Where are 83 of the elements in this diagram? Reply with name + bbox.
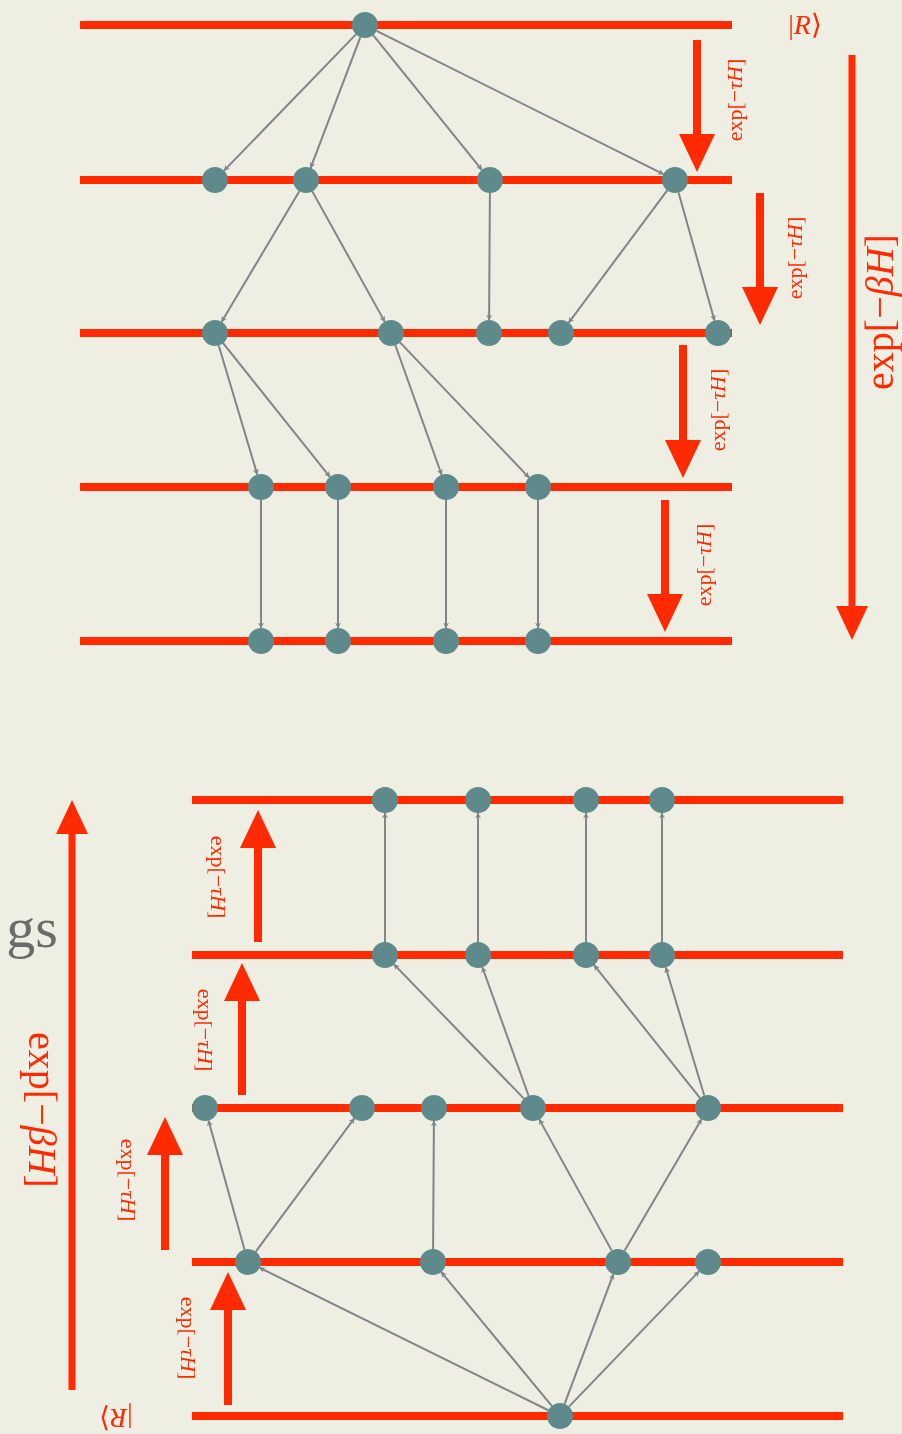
node-circle xyxy=(192,1095,218,1121)
arrow xyxy=(372,34,483,171)
node-circle xyxy=(477,167,503,193)
operator-label: |R⟩ xyxy=(99,1404,133,1432)
arrow xyxy=(311,190,386,323)
node-circle xyxy=(573,787,599,813)
node-circle xyxy=(573,942,599,968)
operator-label: exp[−τH] xyxy=(784,216,806,300)
arrow xyxy=(430,1120,437,1250)
arrow xyxy=(393,963,525,1100)
arrow xyxy=(399,341,530,479)
arrow xyxy=(222,342,331,478)
node-circle xyxy=(695,1249,721,1275)
arrow xyxy=(217,344,259,476)
node-circle xyxy=(548,320,574,346)
arrow xyxy=(258,1266,550,1412)
arrow xyxy=(440,1271,553,1407)
arrow xyxy=(535,499,541,629)
operator-label: exp[−τH] xyxy=(707,368,729,452)
arrow xyxy=(309,36,362,169)
arrow xyxy=(623,1118,703,1252)
node-circle xyxy=(433,474,459,500)
arrow xyxy=(443,499,449,629)
node-circle xyxy=(202,167,228,193)
heading-fragment: gs xyxy=(6,899,58,957)
operator-label: exp[−βH] xyxy=(22,1032,62,1188)
operator-label: exp[−τH] xyxy=(117,1138,139,1222)
arrow xyxy=(258,499,264,629)
node-circle xyxy=(372,787,398,813)
operator-label: exp[−τH] xyxy=(177,1296,199,1380)
operator-label: exp[−τH] xyxy=(724,58,746,142)
arrow xyxy=(664,966,706,1097)
arrow xyxy=(538,1118,613,1252)
arrow xyxy=(475,812,481,943)
node-circle xyxy=(325,628,351,654)
node-circle xyxy=(525,474,551,500)
node-circle xyxy=(465,787,491,813)
node-circle xyxy=(372,942,398,968)
node-circle xyxy=(649,942,675,968)
node-circle xyxy=(248,474,274,500)
arrow xyxy=(563,1273,615,1405)
arrow xyxy=(207,1119,246,1251)
arrow xyxy=(583,812,589,943)
node-circle xyxy=(476,320,502,346)
arrow xyxy=(677,191,716,322)
arrow xyxy=(382,812,388,943)
arrow xyxy=(593,964,701,1099)
arrow xyxy=(486,192,493,321)
node-circle xyxy=(293,167,319,193)
arrow xyxy=(335,499,341,629)
node-circle xyxy=(352,12,378,38)
node-circle xyxy=(605,1249,631,1275)
arrow xyxy=(254,1117,356,1253)
node-circle xyxy=(420,1249,446,1275)
node-circle xyxy=(465,942,491,968)
arrow xyxy=(567,189,669,324)
node-circle xyxy=(248,628,274,654)
operator-label: exp[−τH] xyxy=(207,835,229,919)
arrow xyxy=(220,190,301,323)
node-circle xyxy=(235,1249,261,1275)
node-circle xyxy=(705,320,731,346)
node-circle xyxy=(695,1095,721,1121)
operator-label: |R⟩ xyxy=(788,11,822,39)
node-circle xyxy=(649,787,675,813)
arrow xyxy=(223,33,357,172)
node-circle xyxy=(547,1403,573,1429)
node-circle xyxy=(325,474,351,500)
operator-label: exp[−βH] xyxy=(860,234,900,390)
arrow xyxy=(481,966,530,1097)
node-circle xyxy=(202,320,228,346)
arrow xyxy=(568,1270,700,1408)
arrow xyxy=(375,29,665,176)
arrow xyxy=(659,812,665,943)
arrow xyxy=(394,344,443,476)
node-circle xyxy=(349,1095,375,1121)
node-circle xyxy=(378,320,404,346)
node-circle xyxy=(662,167,688,193)
node-circle xyxy=(421,1095,447,1121)
node-circle xyxy=(433,628,459,654)
operator-label: exp[−τH] xyxy=(194,988,216,1072)
node-circle xyxy=(525,628,551,654)
operator-label: exp[−τH] xyxy=(693,523,715,607)
node-circle xyxy=(520,1095,546,1121)
